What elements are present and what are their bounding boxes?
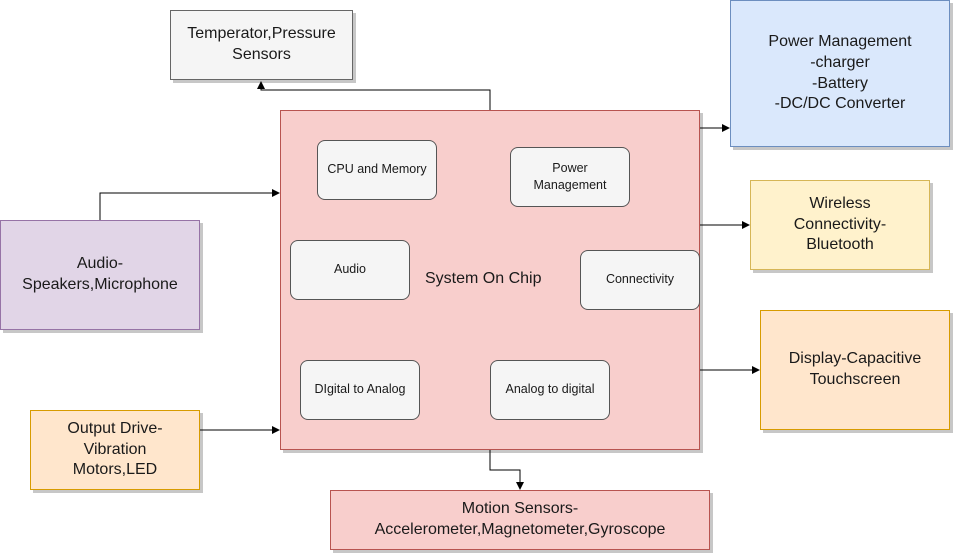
connector-audio-to-soc (99, 189, 280, 220)
cpu-memory-module: CPU and Memory (317, 140, 437, 200)
power-management-module: Power Management (510, 147, 630, 207)
power-management-block: Power Management -charger -Battery -DC/D… (730, 0, 950, 147)
digital-to-analog-module: DIgital to Analog (300, 360, 420, 420)
audio-speakers-microphone-block: Audio- Speakers,Microphone (0, 220, 200, 330)
system-on-chip-title: System On Chip (425, 270, 542, 287)
connector-soc-to-motion-sensors (489, 450, 524, 490)
display-touchscreen-block: Display-Capacitive Touchscreen (760, 310, 950, 430)
connector-soc-to-temp-sensors (257, 81, 491, 110)
wireless-connectivity-block: Wireless Connectivity- Bluetooth (750, 180, 930, 270)
output-drive-block: Output Drive- Vibration Motors,LED (30, 410, 200, 490)
motion-sensors-block: Motion Sensors- Accelerometer,Magnetomet… (330, 490, 710, 550)
temperature-pressure-sensors-block: Temperator,Pressure Sensors (170, 10, 353, 80)
audio-module: Audio (290, 240, 410, 300)
analog-to-digital-module: Analog to digital (490, 360, 610, 420)
connectivity-module: Connectivity (580, 250, 700, 310)
